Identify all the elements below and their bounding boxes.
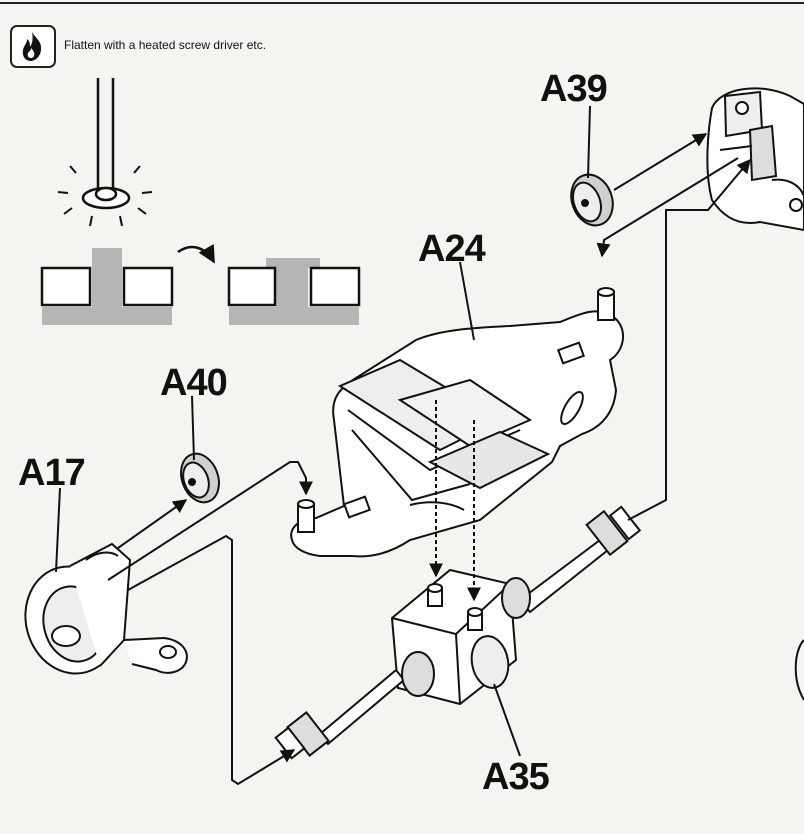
heated-screwdriver bbox=[57, 78, 153, 227]
part-a24-chassis bbox=[290, 287, 624, 558]
before-flatten-diagram bbox=[40, 248, 174, 325]
label-a35: A35 bbox=[482, 756, 550, 798]
leader-a39 bbox=[587, 105, 591, 179]
heat-warning-box bbox=[10, 25, 56, 68]
label-a24: A24 bbox=[418, 228, 486, 270]
line-axle-to-knuckle bbox=[627, 158, 751, 521]
arrow-knuckle-to-a24 bbox=[596, 157, 739, 258]
part-a39-cap bbox=[570, 173, 614, 227]
line-a17-to-axle bbox=[127, 534, 296, 786]
label-a17: A17 bbox=[18, 452, 86, 494]
label-a40: A40 bbox=[160, 362, 228, 404]
label-a39: A39 bbox=[540, 68, 608, 110]
assembly-arrows bbox=[55, 105, 751, 786]
instruction-text: Flatten with a heated screw driver etc. bbox=[64, 38, 267, 52]
transition-arrow bbox=[177, 243, 216, 264]
leader-a24 bbox=[459, 261, 475, 341]
leader-a17 bbox=[55, 487, 61, 573]
leader-a35 bbox=[493, 683, 521, 757]
adjacent-part-edge bbox=[794, 639, 804, 701]
arrow-a39-to-knuckle bbox=[613, 133, 708, 191]
part-a17-knuckle bbox=[24, 542, 188, 675]
leader-a40 bbox=[191, 395, 195, 461]
arrow-knuckle-to-a40 bbox=[117, 499, 188, 549]
right-steering-knuckle bbox=[706, 87, 804, 232]
part-a40-cap bbox=[180, 452, 220, 504]
part-a35-axle bbox=[274, 505, 642, 760]
after-flatten-diagram bbox=[227, 258, 361, 325]
arrow-a17-to-a24 bbox=[107, 461, 313, 581]
flame-icon bbox=[22, 32, 42, 61]
